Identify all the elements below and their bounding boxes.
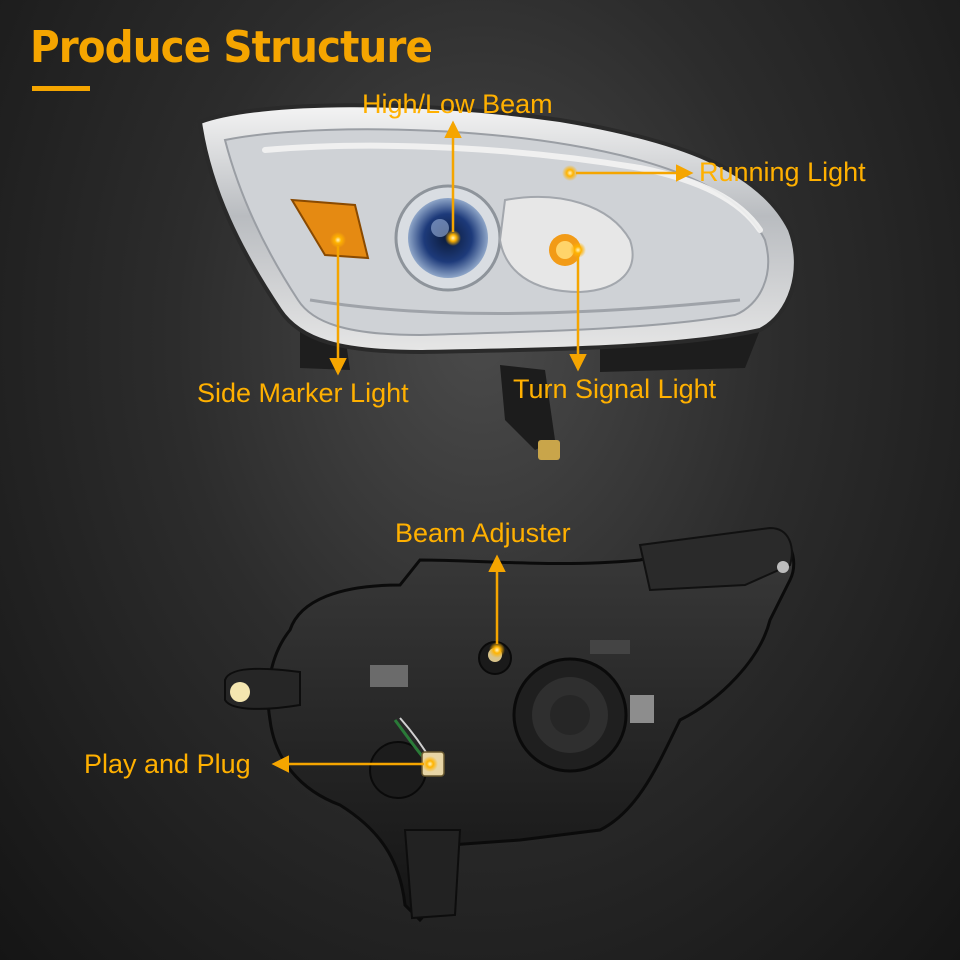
label-running-light: Running Light (699, 157, 866, 187)
headlight-rear-view (224, 526, 796, 923)
label-turn-signal-light: Turn Signal Light (513, 374, 717, 404)
headlight-front-view (197, 103, 798, 460)
callout-side-marker-pointer (329, 232, 347, 376)
label-high-low-beam: High/Low Beam (362, 89, 553, 119)
label-beam-adjuster: Beam Adjuster (395, 518, 571, 548)
callout-beam-adjuster-pointer (488, 554, 506, 658)
title-underline (32, 86, 90, 91)
callout-high-low-beam-pointer (444, 120, 462, 246)
label-play-and-plug: Play and Plug (84, 749, 251, 779)
callout-running-light-pointer (562, 164, 694, 182)
label-side-marker-light: Side Marker Light (197, 378, 409, 408)
page-title: Produce Structure (30, 22, 433, 73)
callout-play-and-plug-pointer (271, 755, 438, 773)
callout-turn-signal-pointer (569, 242, 587, 372)
